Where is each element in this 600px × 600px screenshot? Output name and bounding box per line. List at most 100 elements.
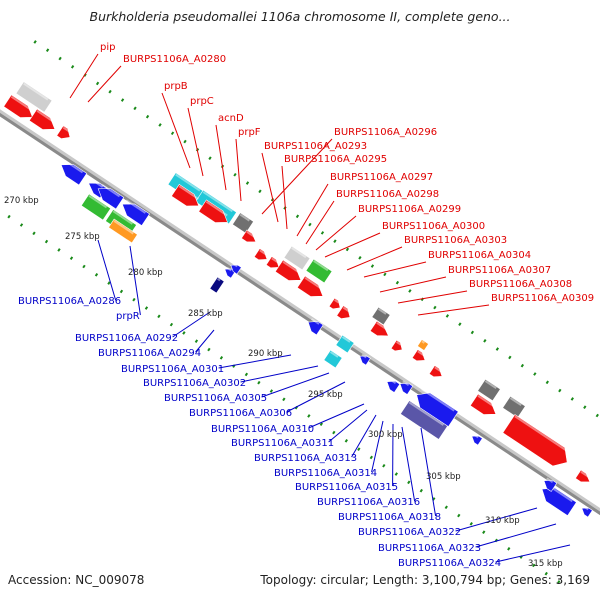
- gene-box-grey-4: [502, 395, 526, 419]
- gene-arrow-red-18: [502, 414, 570, 467]
- gene-arrow-blue-15: [581, 505, 593, 518]
- scale-label-kbp: 290 kbp: [248, 349, 283, 359]
- gene-box-slate-1: [400, 400, 448, 440]
- gene-label-forward: BURPS1106A_A0297: [330, 172, 433, 183]
- gene-arrow-red-8: [265, 256, 280, 269]
- label-leader-reverse: [475, 523, 557, 548]
- gene-label-forward: BURPS1106A_A0298: [336, 189, 439, 200]
- gene-box-navy-1: [209, 276, 225, 294]
- scale-label-kbp: 270 kbp: [4, 196, 39, 206]
- label-leader-forward: [346, 246, 403, 271]
- gene-box-grey-2: [371, 306, 391, 326]
- gene-arrow-red-9: [274, 259, 302, 281]
- gene-label-reverse: BURPS1106A_A0294: [98, 348, 201, 359]
- gene-label-forward: prpB: [164, 81, 188, 92]
- gene-arrow-blue-7: [307, 318, 324, 336]
- gene-arrow-red-15: [411, 349, 426, 362]
- label-leader-reverse: [371, 420, 384, 473]
- gene-box-green-2: [80, 193, 112, 221]
- gene-arrow-red-12: [336, 305, 351, 319]
- label-leader-reverse: [401, 426, 416, 502]
- label-leader-forward: [315, 215, 357, 251]
- gene-label-reverse: BURPS1106A_A0323: [378, 543, 481, 554]
- gene-label-reverse: BURPS1106A_A0316: [317, 497, 420, 508]
- gene-box-cyan-3: [335, 334, 355, 354]
- gene-label-reverse: BURPS1106A_A0292: [75, 333, 178, 344]
- label-leader-reverse: [240, 365, 319, 383]
- scale-label-kbp: 285 kbp: [188, 309, 223, 319]
- label-leader-reverse: [351, 414, 377, 458]
- gene-arrow-red-3: [56, 125, 71, 139]
- scale-label-kbp: 280 kbp: [128, 268, 163, 278]
- label-leader-reverse: [195, 329, 215, 353]
- label-leader-reverse: [218, 354, 292, 369]
- gene-arrow-red-19: [574, 469, 591, 483]
- label-leader-forward: [296, 183, 329, 237]
- gene-arrow-red-1: [3, 94, 33, 118]
- gene-arrow-blue-3: [97, 183, 125, 210]
- accession-text: Accession: NC_009078: [8, 573, 145, 587]
- gene-label-forward: BURPS1106A_A0300: [382, 221, 485, 232]
- genome-summary: Topology: circular; Length: 3,100,794 bp…: [260, 573, 590, 587]
- gene-label-forward: BURPS1106A_A0299: [358, 204, 461, 215]
- label-leader-forward: [397, 290, 468, 304]
- gene-arrow-red-14: [390, 339, 403, 352]
- gene-arrow-red-13: [369, 320, 389, 337]
- label-leader-reverse: [455, 507, 538, 532]
- gene-label-reverse: BURPS1106A_A0305: [164, 393, 267, 404]
- scale-label-kbp: 300 kbp: [368, 430, 403, 440]
- gene-arrow-red-11: [328, 297, 341, 310]
- gene-label-reverse: BURPS1106A_A0322: [358, 527, 461, 538]
- label-leader-reverse: [172, 311, 211, 338]
- gene-label-reverse: BURPS1106A_A0301: [121, 364, 224, 375]
- gene-arrow-red-17: [469, 393, 497, 415]
- label-leader-forward: [324, 232, 381, 258]
- gene-label-forward: BURPS1106A_A0303: [404, 235, 507, 246]
- label-leader-forward: [161, 92, 191, 169]
- gene-arrow-blue-13: [541, 483, 577, 517]
- gene-label-forward: prpF: [238, 127, 261, 138]
- label-leader-forward: [215, 124, 227, 191]
- label-leader-reverse: [420, 427, 437, 517]
- gene-arrow-red-2: [28, 108, 56, 130]
- gene-label-forward: BURPS1106A_A0280: [123, 54, 226, 65]
- scale-label-kbp: 310 kbp: [485, 516, 520, 526]
- label-leader-forward: [281, 165, 288, 230]
- scale-label-kbp: 315 kbp: [528, 559, 563, 569]
- gene-box-lightgrey-2: [283, 245, 311, 271]
- label-leader-forward: [187, 107, 204, 177]
- label-leader-reverse: [261, 372, 330, 398]
- gene-arrow-red-4: [171, 184, 200, 207]
- label-leader-reverse: [97, 239, 117, 301]
- label-leader-reverse: [129, 245, 141, 316]
- gene-label-forward: BURPS1106A_A0304: [428, 250, 531, 261]
- gene-box-orange-1: [417, 339, 429, 351]
- gene-label-reverse: BURPS1106A_A0315: [295, 482, 398, 493]
- gene-label-reverse: prpR: [116, 311, 140, 322]
- label-leader-reverse: [286, 381, 346, 413]
- gene-box-orange-2: [108, 218, 138, 244]
- gene-label-forward: acnD: [218, 113, 244, 124]
- gene-arrow-red-7: [253, 248, 268, 261]
- gene-arrow-red-10: [296, 275, 324, 297]
- gene-arrow-blue-1: [60, 159, 88, 186]
- label-leader-forward: [87, 65, 122, 103]
- gene-label-reverse: BURPS1106A_A0318: [338, 512, 441, 523]
- gene-arrow-blue-10: [386, 378, 401, 393]
- label-leader-forward: [261, 152, 279, 223]
- scale-label-kbp: 305 kbp: [426, 472, 461, 482]
- label-leader-forward: [417, 304, 490, 316]
- label-leader-reverse: [308, 403, 365, 429]
- gene-label-reverse: BURPS1106A_A0286: [18, 296, 121, 307]
- label-leader-forward: [379, 276, 447, 293]
- gene-box-cyan-4: [323, 349, 343, 369]
- gene-label-reverse: BURPS1106A_A0310: [211, 424, 314, 435]
- gene-label-forward: BURPS1106A_A0309: [491, 293, 594, 304]
- gene-arrow-blue-6: [230, 262, 242, 275]
- gene-arrow-red-6: [240, 229, 257, 243]
- gene-arrow-blue-11: [416, 388, 459, 428]
- gene-label-reverse: BURPS1106A_A0302: [143, 378, 246, 389]
- gene-label-reverse: BURPS1106A_A0311: [231, 438, 334, 449]
- gene-box-grey-3: [477, 378, 501, 402]
- gene-label-forward: BURPS1106A_A0308: [469, 279, 572, 290]
